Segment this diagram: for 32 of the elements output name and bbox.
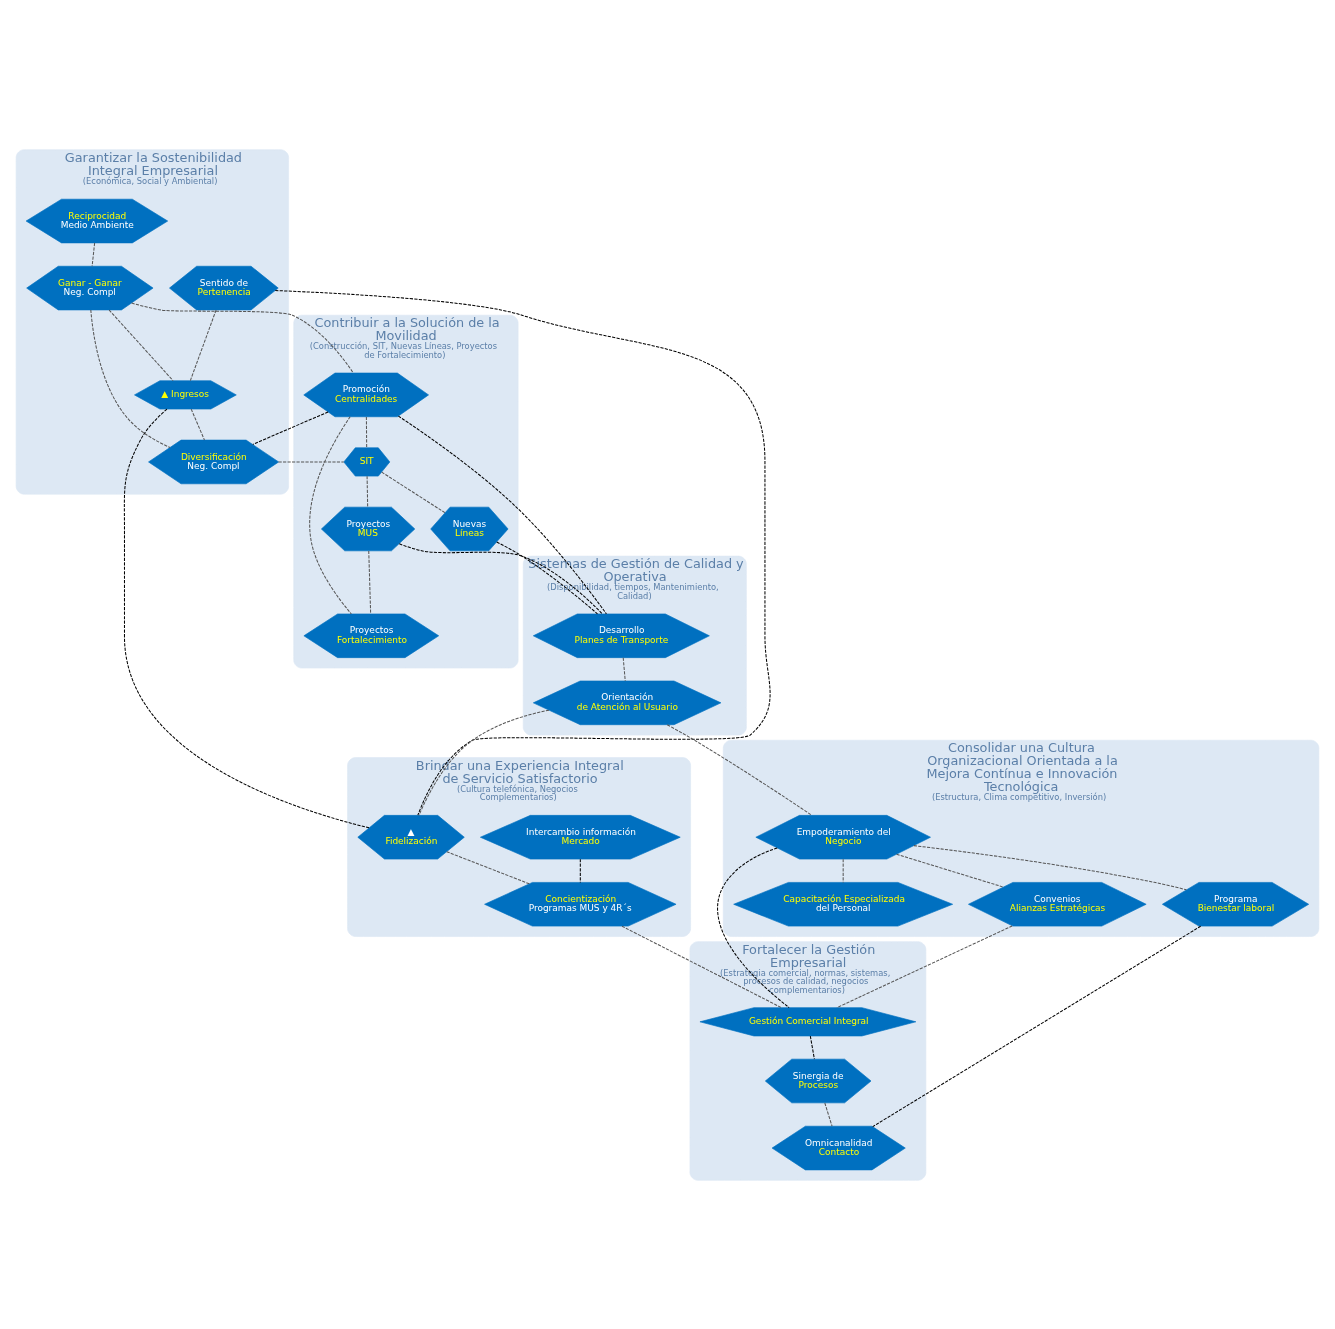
connector [824,1102,833,1127]
connector [90,308,171,448]
connector [366,475,369,507]
connector [496,541,598,614]
connector [189,309,217,381]
connector [896,853,1004,888]
connector [274,289,771,816]
connector [108,309,174,381]
connector [836,924,1013,1008]
connector [842,858,844,883]
connector [365,415,368,448]
connector [91,242,96,267]
connector [418,709,550,816]
connector [446,850,530,884]
connector [872,925,1202,1127]
connector [579,858,581,883]
connector [666,723,813,816]
connector [309,415,352,614]
connector [398,542,603,614]
connector [809,1035,815,1060]
connector [278,460,345,462]
connector [622,656,626,681]
connector [397,415,607,614]
connector [252,410,329,445]
connector [621,925,782,1008]
connector [381,471,446,513]
connector [717,846,790,1008]
connector [913,844,1187,890]
connector [368,549,372,614]
connector [131,302,354,373]
connector [123,408,370,828]
connector [190,408,205,440]
